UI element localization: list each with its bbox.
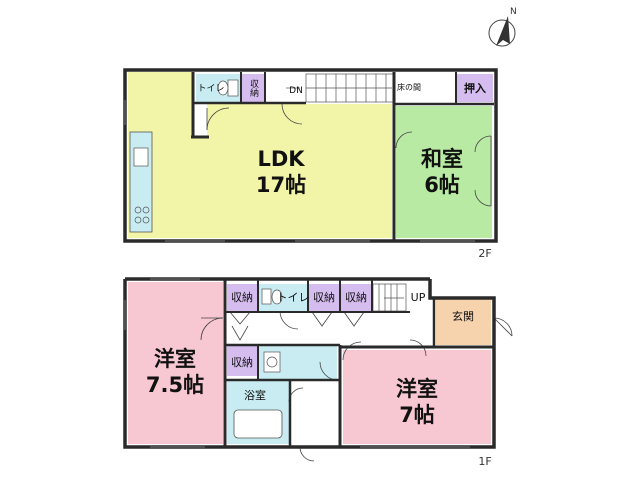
windows-1f [124, 278, 470, 448]
label-closet-2f: 押入 [464, 81, 486, 95]
stairs-up [372, 283, 407, 312]
windows-2f [124, 100, 475, 242]
label-toilet-1f: トイレ [277, 291, 310, 304]
ldk-room [128, 72, 392, 238]
label-entrance: 玄関 [452, 309, 474, 323]
storage-1f-4 [227, 346, 257, 376]
label-washitsu-name: 和室 [421, 147, 463, 171]
label-storage-1f-2: 収納 [313, 291, 335, 304]
label-western2-size: 7帖 [399, 403, 435, 427]
washitsu-room [396, 106, 492, 238]
compass: N [488, 7, 517, 47]
storage-2f [242, 74, 264, 102]
washbasin-icon [263, 351, 281, 373]
toilet-fixture-1f-icon [261, 288, 283, 305]
bathtub-icon [233, 409, 283, 439]
western-room-2 [343, 350, 491, 444]
label-western1-size: 7.5帖 [146, 373, 204, 397]
label-storage-2f: 収納 [248, 78, 259, 98]
walls-1f [123, 277, 496, 449]
western-room-1 [128, 282, 223, 444]
storage-1f-2 [309, 284, 339, 311]
label-tokonoma: 床の間 [397, 82, 421, 92]
storage-1f-3 [341, 284, 371, 311]
label-stairs-down: DN [289, 86, 303, 96]
compass-needle-icon [496, 16, 510, 46]
label-western2-name: 洋室 [396, 377, 438, 401]
label-washitsu-size: 6帖 [424, 173, 460, 197]
closet-2f [457, 74, 493, 102]
label-ldk-size: 17帖 [256, 173, 306, 197]
label-bath: 浴室 [244, 388, 266, 402]
stairs-down [286, 73, 395, 103]
label-western1-name: 洋室 [154, 347, 196, 371]
label-storage-1f-4: 収納 [231, 356, 253, 369]
toilet-fixture-icon [217, 79, 239, 97]
compass-north-label: N [510, 7, 517, 17]
kitchen-counter [129, 131, 153, 233]
label-floor-1f: 1F [478, 455, 491, 468]
label-floor-2f: 2F [478, 247, 491, 260]
label-storage-1f-3: 収納 [345, 291, 367, 304]
floor-2f: トイレ 収納 DN 床の間 押入 LDK 17帖 和室 6帖 2F [123, 68, 498, 260]
label-toilet-2f: トイレ [197, 84, 224, 94]
label-storage-1f-1: 収納 [231, 291, 253, 304]
entrance-room [436, 299, 491, 345]
label-stairs-up: UP [411, 291, 426, 304]
door-swings-2f [206, 103, 492, 207]
floor-1f: 収納 トイレ 収納 収納 UP 玄関 収納 浴室 洋室 7.5帖 洋室 7帖 1… [123, 277, 513, 468]
label-ldk-name: LDK [257, 147, 305, 171]
storage-1f-1 [227, 284, 257, 311]
